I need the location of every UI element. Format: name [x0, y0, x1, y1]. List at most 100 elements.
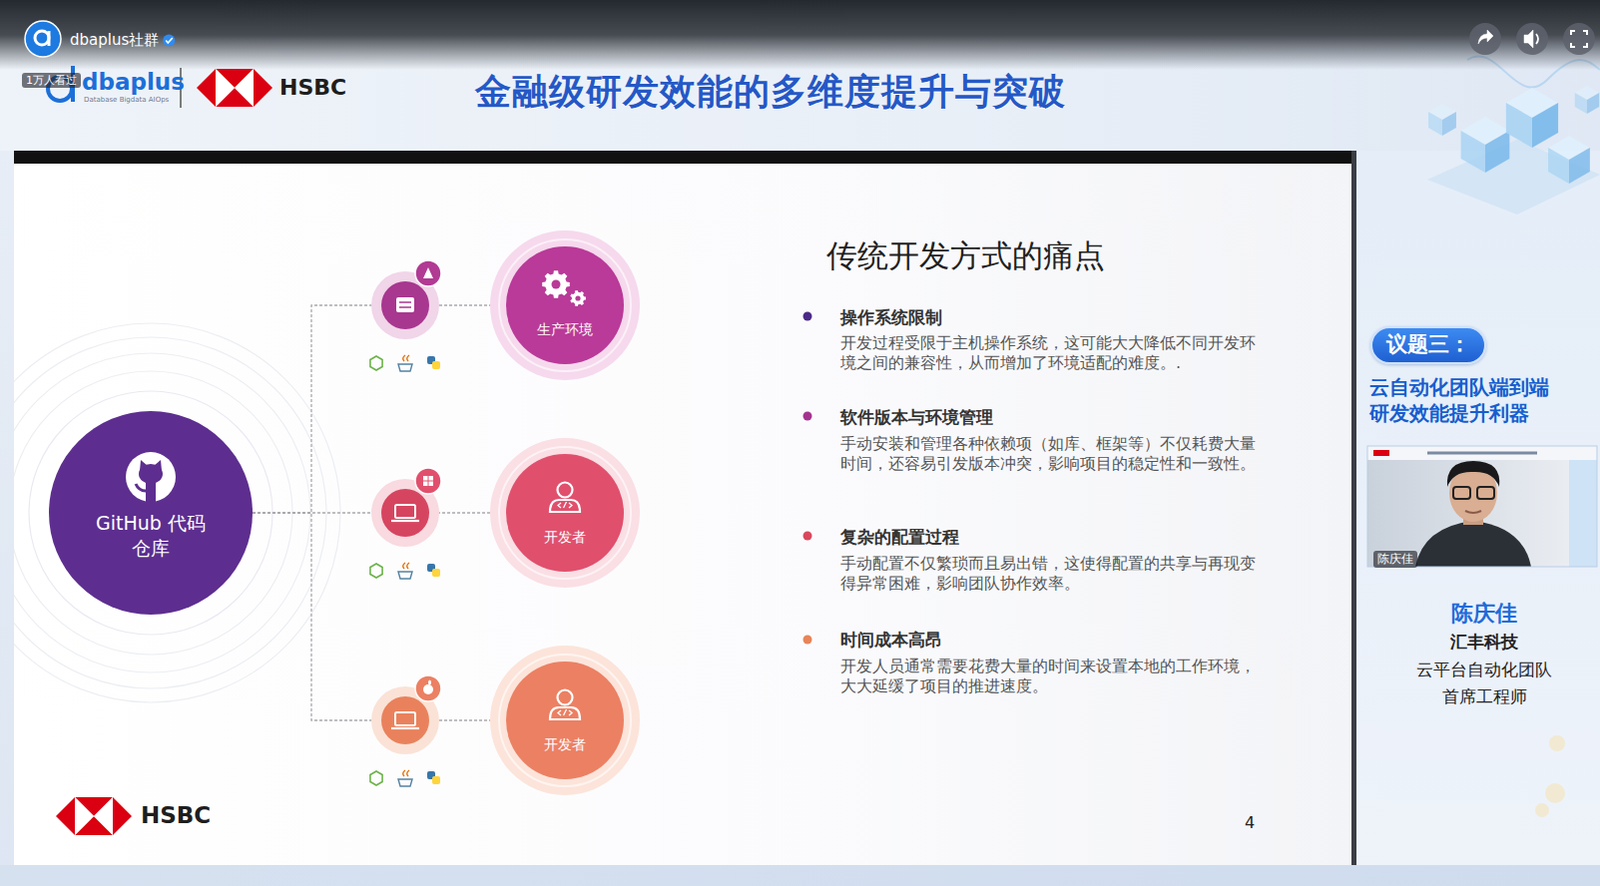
laptop-icon [395, 505, 416, 519]
player-button [1516, 22, 1549, 55]
decor-ring [28, 391, 273, 635]
gear-icon [541, 270, 570, 299]
laptop-icon [395, 712, 416, 726]
reaction-bubble [1535, 803, 1550, 818]
speaker-glasses [1477, 487, 1495, 500]
node-text: GitHub 代码仓库 [95, 511, 206, 561]
bullet-heading: 时间成本高昂 [840, 628, 943, 652]
speaker-panel [1356, 150, 1600, 866]
node-halo [490, 645, 640, 796]
node-halo [490, 438, 640, 588]
bullet-body: 手动配置不仅繁琐而且易出错，这使得配置的共享与再现变得异常困难，影响团队协作效率… [840, 553, 1260, 593]
cube-group [1427, 55, 1600, 215]
hsbc-hexagon [253, 68, 273, 107]
view-count: 1万人看过 [21, 72, 81, 88]
bullet-dot [803, 312, 813, 322]
speaker-video [1367, 446, 1598, 567]
node-halo [490, 230, 640, 381]
environment-circle: 生产环境 [506, 246, 624, 365]
bullet-heading: 软件版本与环境管理 [840, 406, 994, 430]
slide-edge [1351, 150, 1357, 866]
avatar-mark [47, 30, 51, 46]
channel-avatar [24, 20, 61, 57]
developer-icon [557, 690, 573, 706]
avatar-mark [34, 30, 49, 45]
bullet-heading: 操作系统限制 [840, 306, 943, 330]
hsbc-wordmark: HSBC [140, 802, 211, 829]
verified-badge [162, 34, 175, 47]
hsbc-wordmark: HSBC [279, 74, 347, 100]
node-shape [506, 454, 624, 572]
java-icon [398, 571, 413, 579]
github-icon [139, 460, 148, 472]
node-shape [48, 411, 253, 615]
windows-icon [423, 476, 429, 482]
hsbc-hexagon [196, 68, 216, 107]
bullet-body: 开发人员通常需要花费大量的时间来设置本地的工作环境，大大延缓了项目的推进速度。 [840, 656, 1260, 696]
speaker-role: 首席工程师 [1367, 685, 1600, 709]
decor-ring [13, 371, 293, 655]
speaker-hair [1447, 461, 1500, 488]
bullet-dot [803, 412, 813, 422]
node-halo [499, 447, 631, 579]
nodejs-icon [370, 356, 383, 371]
video-name-tag: 陈庆佳 [1373, 550, 1418, 568]
device-circle [381, 281, 430, 330]
apple-icon [428, 680, 432, 686]
topic-pill: 议题三： [1370, 326, 1487, 365]
java-icon [403, 562, 410, 569]
slide-heading: 传统开发方式的痛点 [826, 235, 1105, 278]
ring-group [13, 323, 341, 703]
python-icon [432, 776, 441, 785]
player-icon [1478, 29, 1494, 44]
github-icon [135, 484, 146, 492]
cube-face [1548, 147, 1570, 184]
brand-logo-text: dbaplus [81, 68, 185, 95]
java-icon [403, 770, 410, 777]
channel-name: dbaplus社群 [69, 30, 159, 50]
player-icon [1571, 30, 1588, 47]
hsbc-hexagon [93, 797, 113, 836]
hsbc-hexagon [215, 68, 235, 107]
connector-line [252, 305, 507, 514]
server-icon [399, 301, 412, 304]
brand-tagline: Database Bigdata AIOps [83, 95, 169, 104]
reaction-bubble [1545, 783, 1566, 804]
node-outline [506, 454, 624, 572]
reaction-bubble [1549, 735, 1566, 752]
player-icon [1536, 33, 1539, 44]
video-logo [1373, 450, 1390, 457]
cube-face [1569, 147, 1591, 184]
laptop-icon [391, 727, 420, 730]
node-outline [506, 661, 624, 780]
player-button [1563, 22, 1596, 55]
developer-circle: 开发者 [506, 661, 624, 780]
device-circle [381, 489, 430, 537]
cube-face [1485, 130, 1510, 173]
nodejs-icon [370, 771, 383, 786]
node-text: 开发者 [520, 528, 610, 546]
nodejs-icon [370, 563, 383, 578]
server-icon [399, 306, 412, 309]
video-frame [1367, 446, 1598, 567]
cube-face [1587, 92, 1600, 114]
os-badge [415, 675, 442, 702]
linux-icon [423, 267, 434, 279]
cube-face [1506, 102, 1533, 148]
bottom-strip [0, 865, 1600, 886]
player-icon [1524, 29, 1534, 48]
connector-line [252, 513, 507, 721]
github-icon [145, 481, 156, 503]
speaker-name: 陈庆佳 [1367, 598, 1600, 629]
cube-face [1575, 92, 1588, 114]
device-circle [381, 696, 430, 745]
server-icon [396, 297, 415, 313]
speaker-team: 云平台自动化团队 [1367, 658, 1600, 682]
bullet-heading: 复杂的配置过程 [840, 526, 960, 549]
hsbc-hexagon [112, 797, 132, 836]
node-text: 生产环境 [520, 320, 610, 339]
github-icon [125, 452, 176, 503]
python-icon [432, 568, 441, 577]
